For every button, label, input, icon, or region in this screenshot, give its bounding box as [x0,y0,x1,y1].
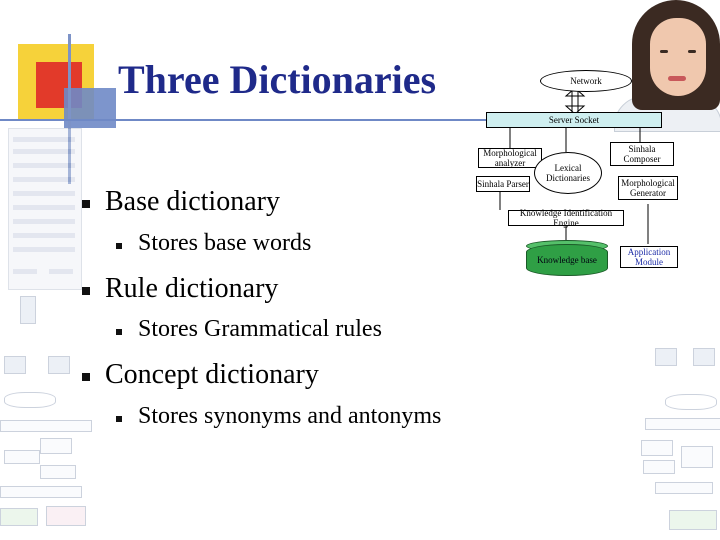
bullet-base-dictionary: Base dictionary [105,186,280,217]
bullet-marker [82,373,90,381]
faded-network-diagram-left [0,290,95,530]
sub-bullet-marker [116,329,122,335]
decor-vertical-line [68,34,71,184]
sub-bullet-marker [116,416,122,422]
knowledge-identification-engine-box: Knowledge Identification Engine [508,208,624,228]
presenter-face [650,18,706,96]
bullet-marker [82,287,90,295]
server-socket-box: Server Socket [486,112,662,128]
lexical-dictionaries-oval: Lexical Dictionaries [534,152,602,194]
faded-screenshot-panel [8,128,82,290]
sub-bullet-stores-grammatical-rules: Stores Grammatical rules [138,316,382,342]
sub-bullet-stores-synonyms: Stores synonyms and antonyms [138,403,442,429]
decor-blue-block [64,88,116,128]
morphological-analyzer-box: Morphological analyzer [478,148,542,168]
faded-network-diagram-right [625,320,720,535]
presenter-eye-left [660,50,668,53]
presenter-eye-right [688,50,696,53]
bullet-rule-dictionary: Rule dictionary [105,273,279,304]
presenter-lips [668,76,686,81]
slide-title: Three Dictionaries [118,57,437,102]
sinhala-parser-box: Sinhala Parser [476,176,530,192]
sub-bullet-stores-base-words: Stores base words [138,230,312,256]
bullet-marker [82,200,90,208]
network-cloud: Network [540,70,632,92]
bullet-concept-dictionary: Concept dictionary [105,359,319,390]
decor-horizontal-line [0,119,720,121]
application-module-box: Application Module [620,246,678,268]
knowledge-base-cylinder: Knowledge base [526,244,608,276]
sub-bullet-marker [116,243,122,249]
sinhala-composer-box: Sinhala Composer [610,142,674,166]
morphological-generator-box: Morphological Generator [618,176,678,200]
